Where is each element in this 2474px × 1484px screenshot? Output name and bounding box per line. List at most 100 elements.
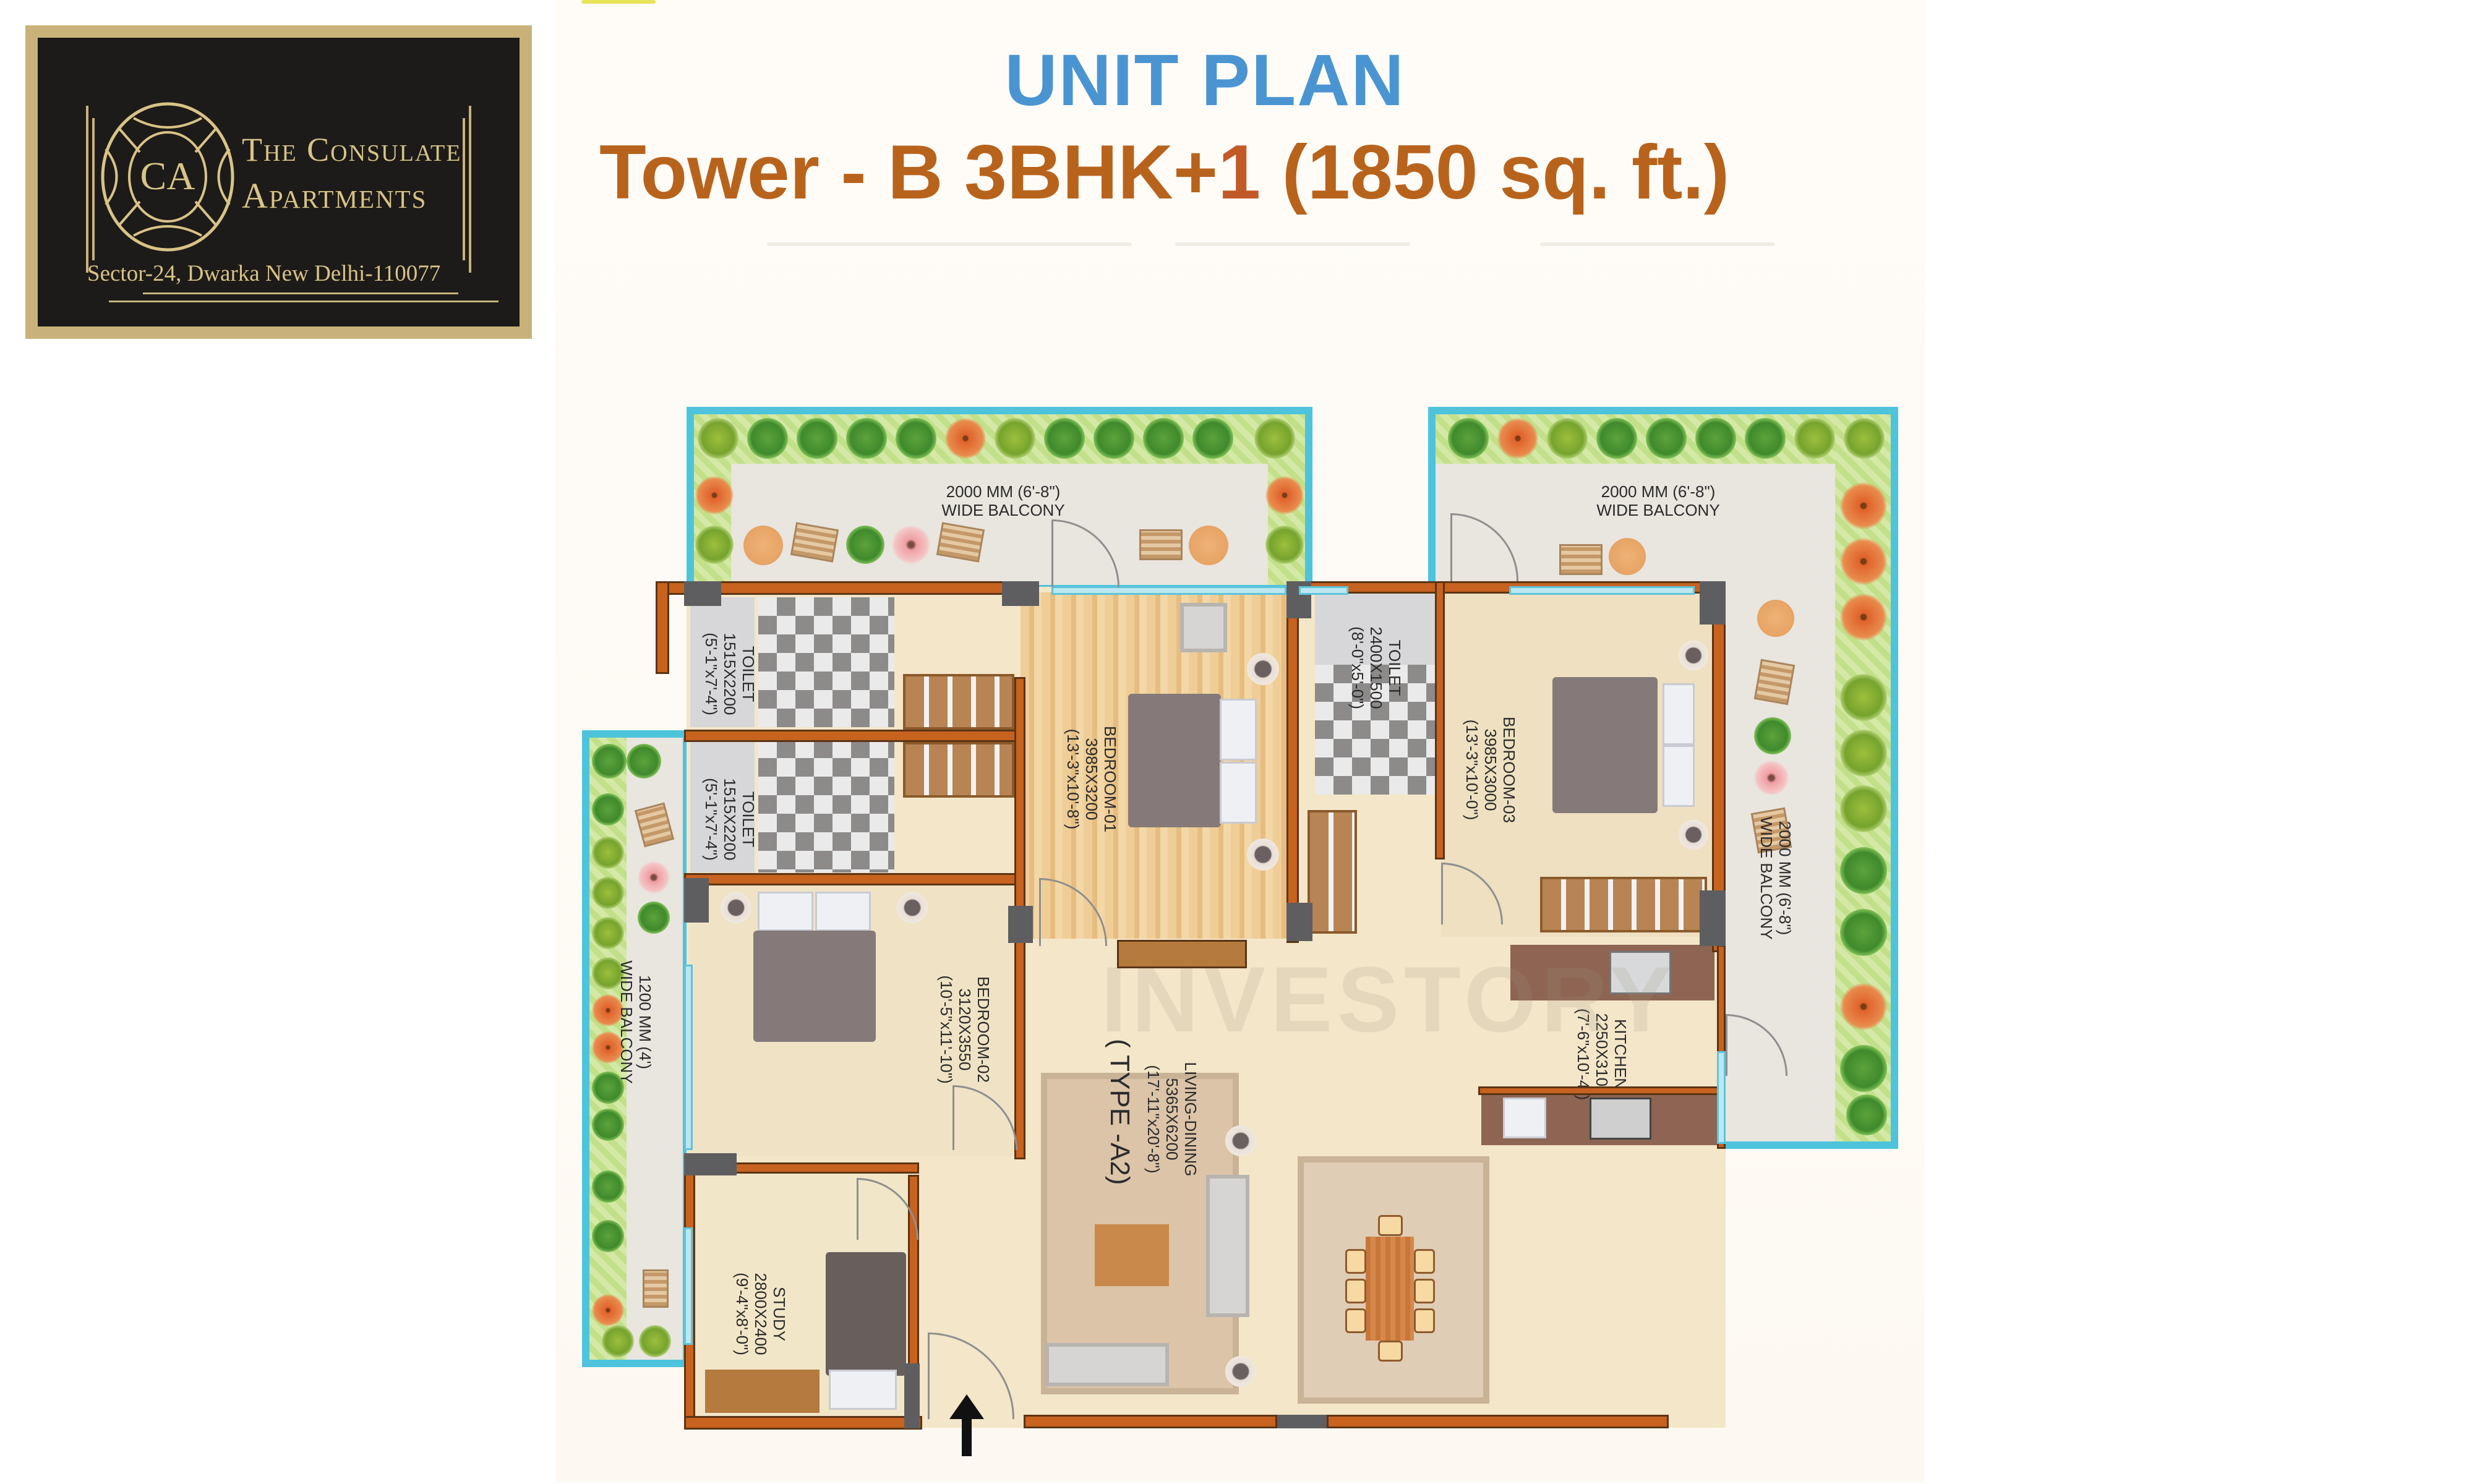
plant-icon (592, 994, 624, 1026)
plant-icon (1497, 418, 1538, 459)
balcony-left: 1200 MM (4') WIDE BALCONY (582, 730, 690, 1367)
column (1286, 903, 1312, 941)
round-table-icon (743, 526, 783, 565)
lamp-icon (1223, 1122, 1258, 1159)
plant-icon (639, 1325, 671, 1357)
bed-icon (753, 931, 876, 1042)
pillow-icon (815, 892, 871, 931)
plant-icon (592, 1171, 624, 1203)
plant-icon (698, 418, 738, 459)
plant-icon (1846, 1094, 1887, 1135)
bench-icon (643, 1269, 669, 1308)
wall (684, 730, 1021, 742)
wall (656, 581, 669, 674)
balcony-title: WIDE BALCONY (1596, 501, 1720, 519)
wardrobe (1308, 810, 1357, 934)
sink-icon (1609, 951, 1671, 994)
armchair-icon (1180, 603, 1227, 652)
balcony-width: 2000 MM (6'-8") (946, 482, 1061, 501)
plant-icon (592, 793, 624, 825)
plant-icon (1143, 418, 1184, 459)
plant-icon (1840, 909, 1887, 956)
plant-icon (846, 526, 884, 564)
room-dimensions-ft: (8'-0"x5'-0") (1348, 626, 1367, 709)
unit-subtitle: Tower - B 3BHK+1 (1850 sq. ft.) (599, 129, 1836, 216)
window (1299, 586, 1348, 595)
plant-icon (1840, 482, 1887, 529)
column (1700, 581, 1726, 625)
lamp-icon (1677, 816, 1710, 853)
coffee-table-icon (1095, 1224, 1169, 1286)
pillow-icon (1663, 745, 1695, 807)
title-rule-3 (1540, 242, 1775, 246)
wall (1024, 1415, 1277, 1428)
wardrobe (903, 742, 1014, 798)
logo-title-line1: The Consulate (242, 131, 462, 168)
toilet-1-dry (690, 597, 755, 727)
plant-icon (1265, 526, 1304, 564)
balcony-right-label: 2000 MM (6'-8") WIDE BALCONY (1757, 767, 1794, 989)
unit-type-label: ( TYPE -A2) (1105, 1039, 1135, 1185)
balcony-title: WIDE BALCONY (941, 501, 1065, 519)
room-name: BEDROOM-03 (1500, 717, 1518, 823)
plant-icon (846, 418, 887, 459)
study-label: STUDY 2800X2400 (9'-4"x8'-0") (733, 1246, 789, 1382)
lamp-icon (1223, 1353, 1258, 1390)
logo-underline-short (143, 292, 458, 294)
column (1700, 890, 1726, 946)
plant-icon (1840, 847, 1887, 894)
project-logo: CA The Consulate Apartments Sector-24, D… (25, 25, 532, 339)
plant-icon (797, 418, 837, 459)
plant-icon (592, 1294, 624, 1326)
column (684, 878, 709, 923)
wall (1327, 1415, 1669, 1428)
lamp-icon (717, 890, 755, 925)
toilet-1 (758, 597, 894, 727)
balcony-title: WIDE BALCONY (1757, 816, 1776, 940)
plant-icon (592, 837, 624, 869)
balcony-top-right-label: 2000 MM (6'-8") WIDE BALCONY (1547, 482, 1770, 519)
plant-icon (1840, 594, 1887, 641)
room-dimensions-ft: (13'-3"x10'-0") (1463, 719, 1481, 821)
study-bed-icon (826, 1252, 906, 1376)
logo-right-rule (469, 106, 471, 273)
room-name: BEDROOM-01 (1101, 726, 1119, 832)
plant-icon (1840, 674, 1887, 721)
bench-icon (634, 802, 675, 848)
plant-icon (602, 1325, 634, 1357)
round-table-icon (1757, 600, 1794, 637)
lamp-icon (1244, 836, 1282, 873)
column (904, 1363, 920, 1428)
balcony-top-left-label: 2000 MM (6'-8") WIDE BALCONY (880, 482, 1127, 519)
room-dimensions-mm: 5365X6200 (1163, 1078, 1181, 1161)
logo-title-line2: Apartments (242, 176, 427, 216)
plant-icon (945, 418, 986, 459)
plant-icon (1745, 418, 1786, 459)
chair-icon (1345, 1249, 1366, 1274)
bench-icon (1559, 544, 1603, 575)
plant-icon (695, 476, 734, 514)
window (1717, 1051, 1726, 1144)
plant-icon (1044, 418, 1085, 459)
arrow-up-icon (949, 1394, 984, 1456)
wall (1435, 581, 1445, 859)
room-dimensions-mm: 2800X2400 (751, 1273, 770, 1355)
wall (684, 1416, 922, 1430)
bedroom-03-label: BEDROOM-03 3985X3000 (13'-3"x10'-0") (1463, 689, 1518, 850)
logo-panel: CA The Consulate Apartments Sector-24, D… (38, 38, 520, 326)
desk-icon (705, 1370, 820, 1413)
window (1509, 586, 1695, 595)
plant-icon (592, 1220, 624, 1252)
lamp-icon (894, 890, 931, 925)
wall (656, 581, 1027, 595)
plant-icon (592, 1109, 624, 1141)
plant-icon (592, 917, 624, 949)
pillow-icon (1663, 683, 1695, 745)
room-name: TOILET (1385, 639, 1404, 696)
subtitle-suffix: (1850 sq. ft.) (1261, 130, 1730, 215)
plant-icon (1646, 418, 1687, 459)
plant-icon (1754, 761, 1789, 795)
toilet-3-dry (1315, 591, 1439, 665)
logo-right-rule-inner (463, 118, 465, 260)
plant-icon (1844, 418, 1885, 459)
